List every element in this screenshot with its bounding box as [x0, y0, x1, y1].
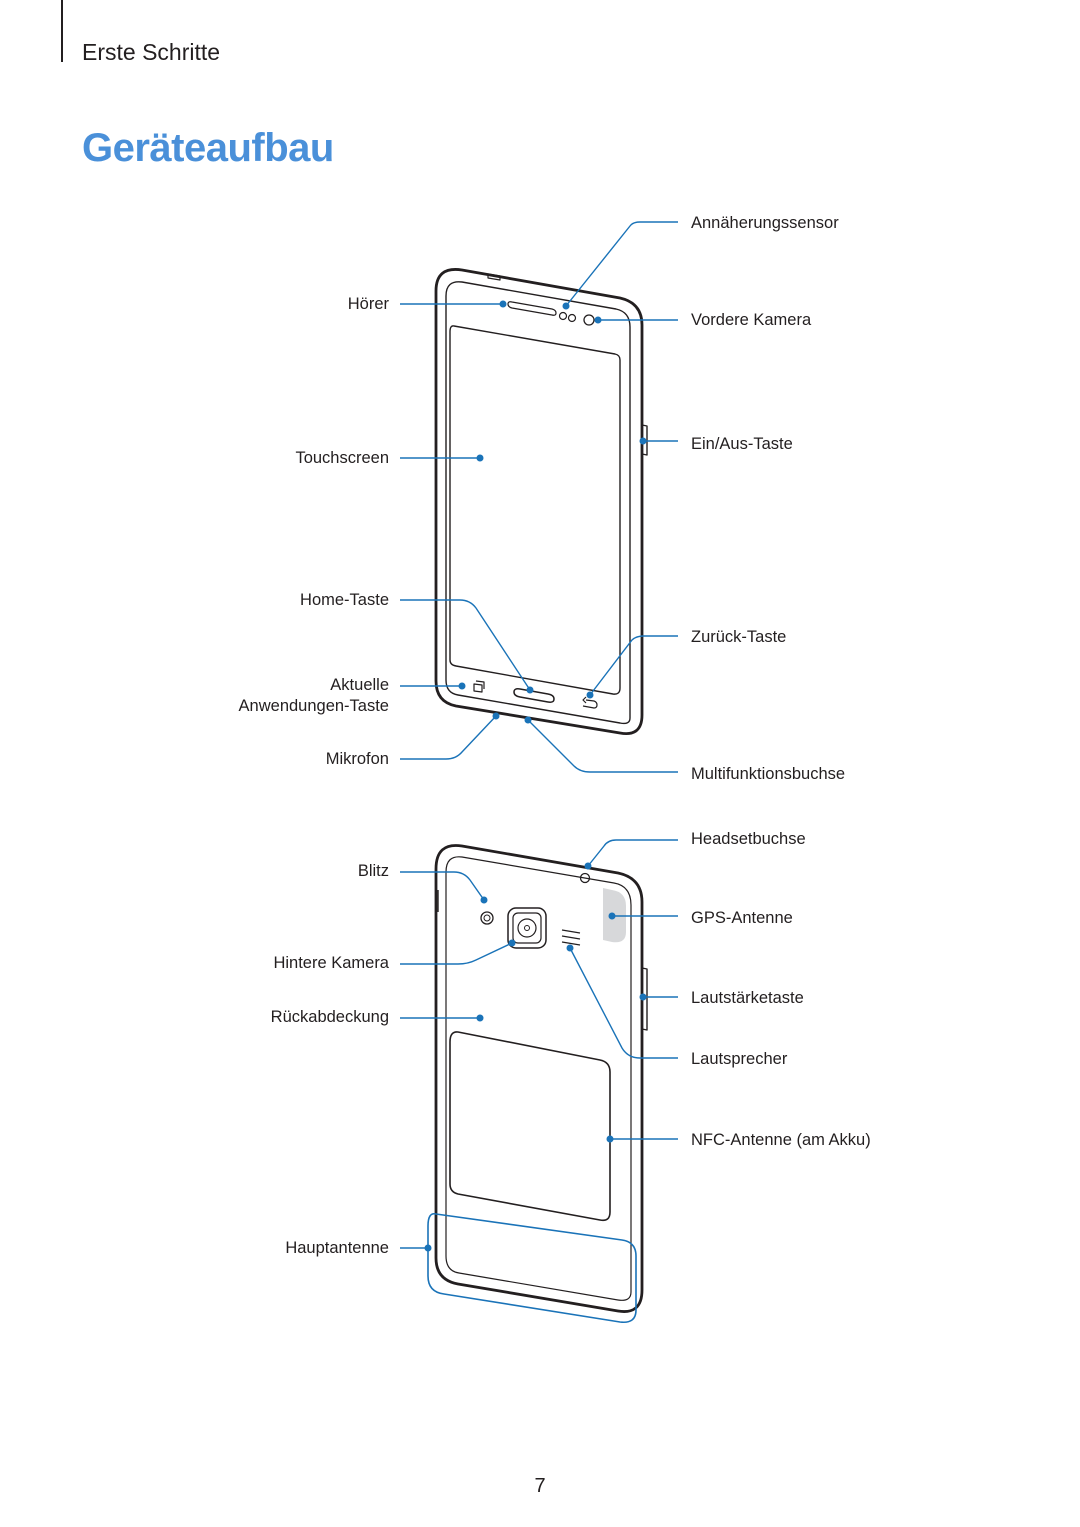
- front-callout-dots: [458, 300, 647, 724]
- volume-key: [641, 967, 648, 1031]
- label-flash: Blitz: [357, 862, 389, 880]
- main-antenna-area: [427, 1212, 637, 1324]
- label-multipurpose-jack: Multifunktionsbuchse: [691, 765, 846, 783]
- callout-dot-proximity-sensor: [562, 302, 570, 310]
- callout-dot-home-key: [526, 686, 534, 694]
- rear-camera-lens: [517, 918, 537, 938]
- nfc-antenna-area: [449, 1031, 611, 1222]
- callout-dot-nfc-antenna: [606, 1135, 614, 1143]
- page-heading: Geräteaufbau: [82, 126, 334, 170]
- callout-line-speaker: [569, 947, 678, 1059]
- label-earpiece: Hörer: [347, 295, 389, 313]
- callout-dot-headset-jack: [584, 862, 592, 870]
- proximity-sensor-dot-1: [558, 311, 568, 321]
- label-back-key: Zurück-Taste: [691, 628, 787, 646]
- front-callouts: [400, 221, 678, 773]
- callout-dot-earpiece: [499, 300, 507, 308]
- back-phone-rim: [445, 856, 632, 1301]
- callout-dot-speaker: [566, 944, 574, 952]
- page-number: 7: [534, 1475, 546, 1497]
- callout-dot-flash: [480, 896, 488, 904]
- front-top-slot: [487, 273, 501, 281]
- margin-bar: [61, 0, 63, 62]
- flash-led-inner: [483, 914, 491, 922]
- back-phone-body: [434, 844, 644, 1313]
- label-proximity-sensor: Annäherungssensor: [691, 214, 839, 232]
- rear-camera-housing: [507, 907, 547, 949]
- front-phone-body: [434, 268, 644, 735]
- callout-dot-microphone: [492, 712, 500, 720]
- front-phone-illustration: [434, 268, 648, 735]
- callout-dot-main-antenna: [424, 1244, 432, 1252]
- label-back-cover: Rückabdeckung: [270, 1008, 389, 1026]
- callout-dot-recent-apps: [458, 682, 466, 690]
- back-callout-dots: [424, 862, 647, 1252]
- back-icon: [582, 696, 598, 709]
- proximity-sensor-dot-2: [567, 313, 577, 323]
- callout-line-microphone: [400, 715, 497, 760]
- callout-line-headset-jack: [587, 839, 678, 867]
- callout-dot-back-key: [586, 691, 594, 699]
- callout-line-home-key: [400, 599, 531, 691]
- rear-camera-lens-center: [524, 925, 530, 931]
- back-callouts: [400, 839, 678, 1249]
- label-nfc-antenna: NFC-Antenne (am Akku): [691, 1131, 871, 1149]
- callout-line-back-key: [589, 635, 678, 696]
- label-volume-key: Lautstärketaste: [691, 989, 804, 1007]
- flash-led: [480, 911, 494, 925]
- callout-line-proximity-sensor: [565, 221, 678, 307]
- speaker-grille: [561, 929, 581, 946]
- callout-dot-front-camera: [594, 316, 602, 324]
- touchscreen-display: [449, 325, 621, 695]
- label-microphone: Mikrofon: [325, 750, 389, 768]
- front-camera-lens: [583, 314, 595, 326]
- front-phone-bezel: [445, 281, 631, 725]
- callout-line-multipurpose-jack: [527, 719, 678, 773]
- home-key: [513, 688, 555, 703]
- back-phone-illustration: [434, 844, 648, 1313]
- section-title: Erste Schritte: [82, 39, 221, 65]
- label-front-camera: Vordere Kamera: [691, 311, 812, 329]
- callout-dot-rear-camera: [508, 939, 516, 947]
- label-speaker: Lautsprecher: [691, 1050, 788, 1068]
- callout-dot-multipurpose-jack: [524, 716, 532, 724]
- callout-dot-touchscreen: [476, 454, 484, 462]
- callout-line-flash: [400, 871, 485, 901]
- callout-dot-gps-antenna: [608, 912, 616, 920]
- callout-dot-power-key: [639, 437, 647, 445]
- recent-apps-icon: [473, 680, 485, 693]
- callout-dot-back-cover: [476, 1014, 484, 1022]
- label-power-key: Ein/Aus-Taste: [691, 435, 793, 453]
- label-recent-apps-line1: Aktuelle: [330, 676, 389, 694]
- earpiece-grille: [507, 301, 557, 316]
- label-home-key: Home-Taste: [300, 591, 389, 609]
- label-gps-antenna: GPS-Antenne: [691, 909, 793, 927]
- label-rear-camera: Hintere Kamera: [273, 954, 389, 972]
- label-touchscreen: Touchscreen: [295, 449, 389, 467]
- headset-jack: [579, 872, 591, 884]
- label-recent-apps-line2: Anwendungen-Taste: [238, 697, 389, 715]
- callout-dot-volume-key: [639, 993, 647, 1001]
- label-headset-jack: Headsetbuchse: [691, 830, 806, 848]
- callout-line-rear-camera: [400, 942, 513, 965]
- label-main-antenna: Hauptantenne: [285, 1239, 389, 1257]
- rear-camera-frame: [512, 912, 542, 944]
